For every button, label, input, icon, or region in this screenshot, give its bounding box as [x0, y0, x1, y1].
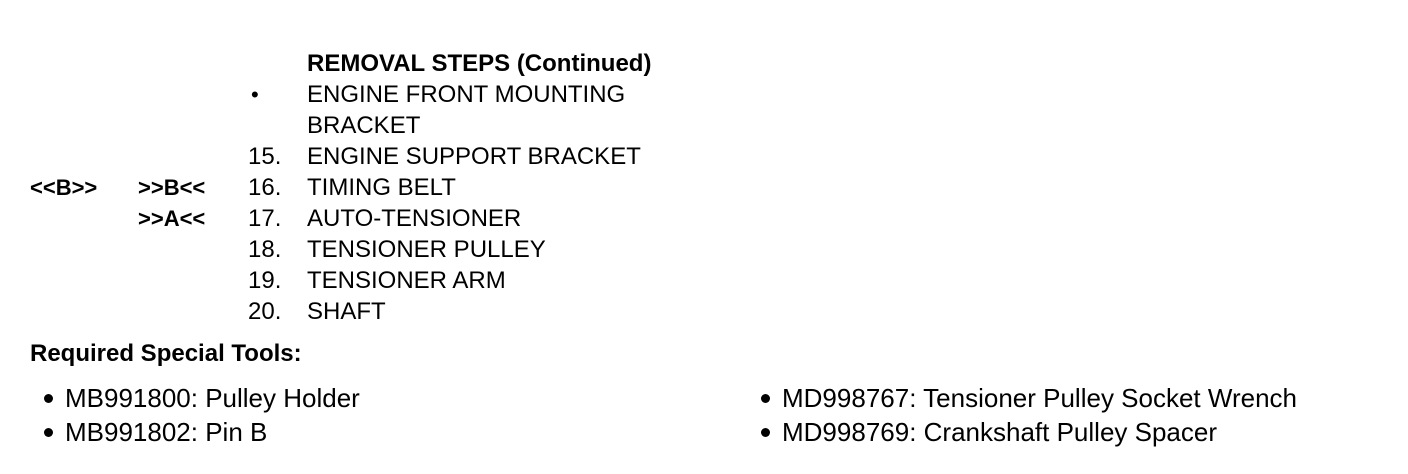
step-number: 16. — [248, 174, 282, 201]
step-row: • ENGINE FRONT MOUNTING BRACKET — [0, 79, 720, 141]
step-number: 17. — [248, 205, 282, 232]
special-tools-title: Required Special Tools: — [30, 340, 302, 367]
step-row: <<B>> >>B<< 16. TIMING BELT — [0, 172, 720, 203]
bullet-icon — [761, 393, 770, 403]
installation-service-point: >>B<< — [138, 175, 206, 200]
step-bullet: • — [251, 82, 259, 107]
step-name: ENGINE FRONT MOUNTING BRACKET — [307, 81, 626, 139]
step-number: 19. — [248, 267, 282, 294]
step-row: 20. SHAFT — [0, 296, 720, 327]
step-number: 15. — [248, 143, 282, 170]
special-tools-list-right: MD998767: Tensioner Pulley Socket Wrench… — [761, 381, 1297, 449]
step-row: 19. TENSIONER ARM — [0, 265, 720, 296]
step-number: 18. — [248, 236, 282, 263]
list-item: MB991800: Pulley Holder — [44, 381, 360, 415]
installation-service-point: >>A<< — [138, 206, 206, 231]
removal-service-point: <<B>> — [30, 175, 98, 200]
bullet-icon — [761, 427, 770, 437]
list-item: MB991802: Pin B — [44, 415, 360, 449]
step-row: 15. ENGINE SUPPORT BRACKET — [0, 141, 720, 172]
step-number: 20. — [248, 298, 282, 325]
tool-label: MB991800: Pulley Holder — [65, 383, 360, 413]
tool-label: MD998769: Crankshaft Pulley Spacer — [782, 417, 1218, 447]
bullet-icon — [44, 393, 53, 403]
step-name: AUTO-TENSIONER — [307, 205, 522, 232]
tool-label: MB991802: Pin B — [65, 417, 268, 447]
step-name: TIMING BELT — [307, 174, 456, 201]
step-name: TENSIONER PULLEY — [307, 236, 546, 263]
step-name: TENSIONER ARM — [307, 267, 506, 294]
step-name: ENGINE SUPPORT BRACKET — [307, 143, 641, 170]
removal-steps-heading: REMOVAL STEPS (Continued) — [307, 50, 652, 77]
special-tools-list-left: MB991800: Pulley Holder MB991802: Pin B — [44, 381, 360, 449]
bullet-icon — [44, 427, 53, 437]
step-row: >>A<< 17. AUTO-TENSIONER — [0, 203, 720, 234]
tool-label: MD998767: Tensioner Pulley Socket Wrench — [782, 383, 1297, 413]
list-item: MD998769: Crankshaft Pulley Spacer — [761, 415, 1297, 449]
step-name: SHAFT — [307, 298, 386, 325]
step-row: 18. TENSIONER PULLEY — [0, 234, 720, 265]
removal-steps-list: • ENGINE FRONT MOUNTING BRACKET 15. ENGI… — [0, 79, 720, 327]
list-item: MD998767: Tensioner Pulley Socket Wrench — [761, 381, 1297, 415]
